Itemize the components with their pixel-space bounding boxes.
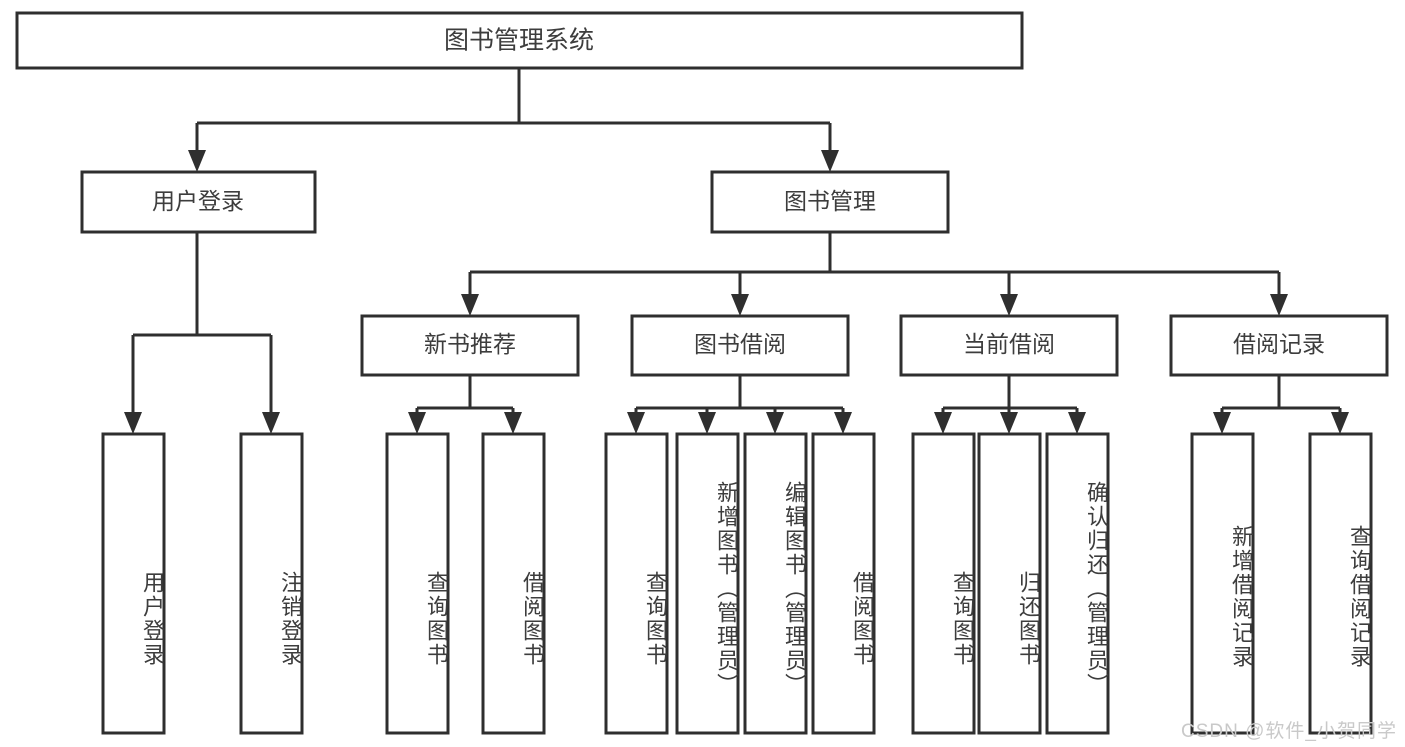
arrow-head-leaf-book-borrow-2	[698, 412, 716, 434]
leaf-box-borrow-record-2[interactable]	[1308, 432, 1373, 735]
node-book-borrow-box[interactable]	[630, 314, 850, 377]
leaf-box-new-book-1[interactable]	[385, 432, 450, 735]
connector-group-root	[188, 68, 839, 172]
arrow-head-leaf-book-borrow-1	[627, 412, 645, 434]
node-borrow-record-label: 借阅记录	[1233, 331, 1325, 357]
leaf-box-user-login-2[interactable]	[239, 432, 304, 735]
leaf-box-new-book-2[interactable]	[481, 432, 546, 735]
leaf-box-user-login-1[interactable]	[101, 432, 166, 735]
node-book-borrow-label: 图书借阅	[694, 331, 786, 357]
arrow-head-leaf-current-borrow-3	[1068, 412, 1086, 434]
node-new-book-recommend[interactable]: 新书推荐	[360, 314, 580, 377]
arrow-head-leaf-borrow-record-2	[1331, 412, 1349, 434]
node-book-manage[interactable]: 图书管理	[710, 170, 950, 234]
node-book-borrow[interactable]: 图书借阅	[630, 314, 850, 377]
node-user-login-box[interactable]	[80, 170, 317, 234]
node-user-login[interactable]: 用户登录	[80, 170, 317, 234]
arrow-head-leaf-borrow-record-1	[1213, 412, 1231, 434]
arrow-head-leaf-new-book-1	[408, 412, 426, 434]
node-user-login-label: 用户登录	[152, 188, 244, 214]
arrow-head-leaf-current-borrow-1	[934, 412, 952, 434]
node-new-book-recommend-box[interactable]	[360, 314, 580, 377]
leaf-box-book-borrow-1[interactable]	[604, 432, 669, 735]
arrow-head-leaf-user-login-1	[124, 412, 142, 434]
node-root-label: 图书管理系统	[444, 27, 594, 55]
connector-group-book-borrow	[627, 375, 852, 434]
arrow-head-leaf-current-borrow-2	[1000, 412, 1018, 434]
node-current-borrow-label: 当前借阅	[963, 331, 1055, 357]
arrow-head-user-login	[188, 150, 206, 172]
connector-group-book-manage	[461, 232, 1288, 316]
node-root-box[interactable]	[15, 11, 1024, 70]
leaf-box-book-borrow-4[interactable]	[811, 432, 876, 735]
arrow-head-leaf-book-borrow-4	[834, 412, 852, 434]
node-book-manage-label: 图书管理	[784, 188, 876, 214]
leaf-box-book-borrow-3[interactable]	[743, 432, 808, 735]
leaf-box-current-borrow-2[interactable]	[977, 432, 1042, 735]
leaf-box-current-borrow-1[interactable]	[911, 432, 976, 735]
connector-group-current-borrow	[934, 375, 1086, 434]
leaf-box-current-borrow-3[interactable]	[1045, 432, 1110, 735]
arrow-head-current-borrow	[1000, 294, 1018, 316]
arrow-head-new-book-recommend	[461, 294, 479, 316]
connector-group-new-book-recommend	[408, 375, 522, 434]
arrow-head-leaf-user-login-2	[262, 412, 280, 434]
node-borrow-record[interactable]: 借阅记录	[1169, 314, 1389, 377]
arrow-head-leaf-book-borrow-3	[766, 412, 784, 434]
connector-group-user-login	[124, 232, 280, 434]
leaf-box-book-borrow-2[interactable]	[675, 432, 740, 735]
arrow-head-book-manage	[821, 150, 839, 172]
node-new-book-recommend-label: 新书推荐	[424, 331, 516, 357]
node-book-manage-box[interactable]	[710, 170, 950, 234]
leaf-box-borrow-record-1[interactable]	[1190, 432, 1255, 735]
arrow-head-book-borrow	[731, 294, 749, 316]
arrow-head-leaf-new-book-2	[504, 412, 522, 434]
node-current-borrow-box[interactable]	[899, 314, 1119, 377]
node-borrow-record-box[interactable]	[1169, 314, 1389, 377]
node-root[interactable]: 图书管理系统	[15, 11, 1024, 70]
node-current-borrow[interactable]: 当前借阅	[899, 314, 1119, 377]
watermark-text: CSDN @软件_小贺同学	[1181, 721, 1397, 742]
arrow-head-borrow-record	[1270, 294, 1288, 316]
connector-group-borrow-record	[1213, 375, 1349, 434]
